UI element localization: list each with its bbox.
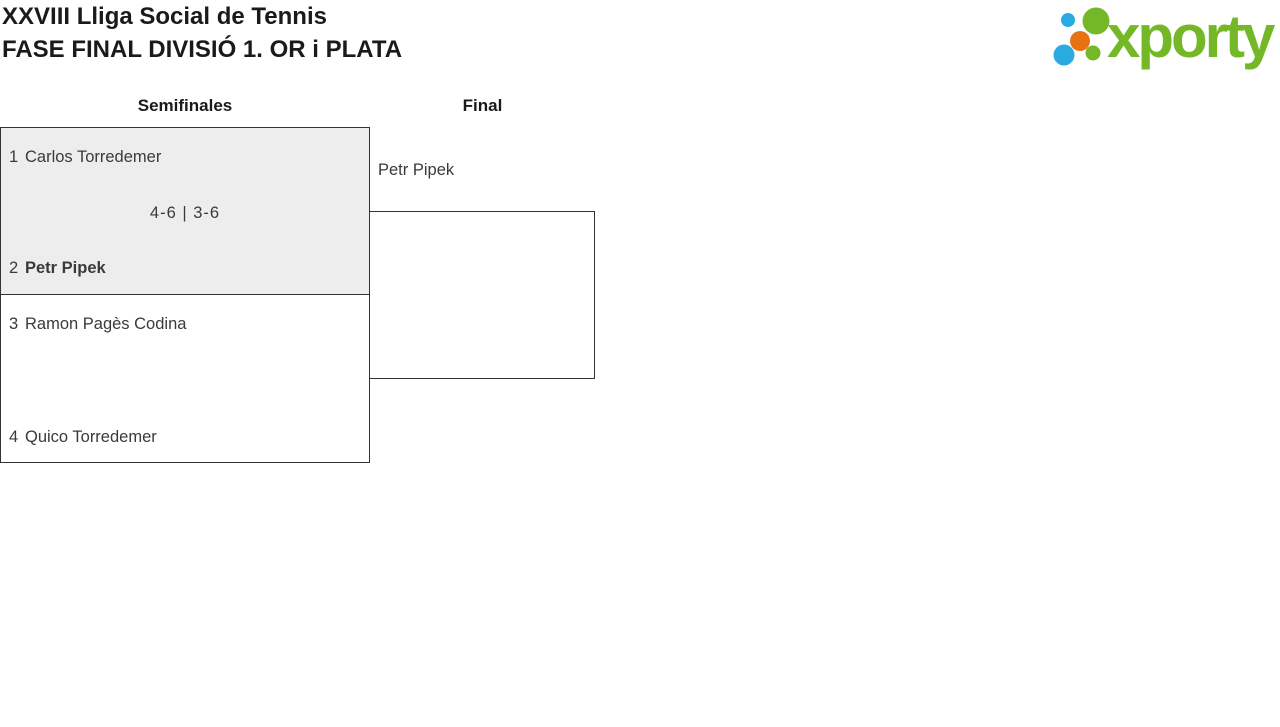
finalist-name: Petr Pipek	[378, 161, 455, 179]
player-seed: 1	[9, 148, 19, 166]
page-subtitle: FASE FINAL DIVISIÓ 1. OR i PLATA	[2, 36, 403, 63]
xporty-logo-text: xporty	[1107, 3, 1275, 70]
round-header-final: Final	[462, 96, 503, 115]
player-row: 4 Quico Torredemer	[9, 428, 361, 447]
player-row: 1 Carlos Torredemer	[9, 148, 361, 167]
semifinal-match-2[interactable]: 3 Ramon Pagès Codina 4 Quico Torredemer	[0, 294, 370, 463]
player-row: 3 Ramon Pagès Codina	[9, 315, 361, 334]
logo-dot-green-small	[1085, 45, 1101, 61]
player-name-winner: Petr Pipek	[25, 259, 106, 277]
logo-dot-blue-large	[1053, 44, 1075, 66]
player-row: 2 Petr Pipek	[9, 259, 361, 278]
final-match-box[interactable]	[369, 211, 595, 379]
player-seed: 3	[9, 315, 19, 333]
player-name: Ramon Pagès Codina	[25, 315, 187, 333]
logo-dot-orange	[1070, 31, 1090, 51]
match-score: 4-6 | 3-6	[149, 204, 221, 222]
page-title: XXVIII Lliga Social de Tennis	[2, 3, 327, 30]
logo-dot-blue-small	[1061, 13, 1075, 27]
player-name: Carlos Torredemer	[25, 148, 162, 166]
logo-dot-green-large	[1082, 7, 1110, 35]
player-name: Quico Torredemer	[25, 428, 157, 446]
xporty-logo-dots-icon	[1053, 7, 1110, 66]
round-header-semifinales: Semifinales	[137, 96, 233, 115]
player-seed: 4	[9, 428, 19, 446]
player-seed: 2	[9, 259, 19, 277]
semifinal-match-1[interactable]: 1 Carlos Torredemer 4-6 | 3-6 2 Petr Pip…	[0, 127, 370, 295]
